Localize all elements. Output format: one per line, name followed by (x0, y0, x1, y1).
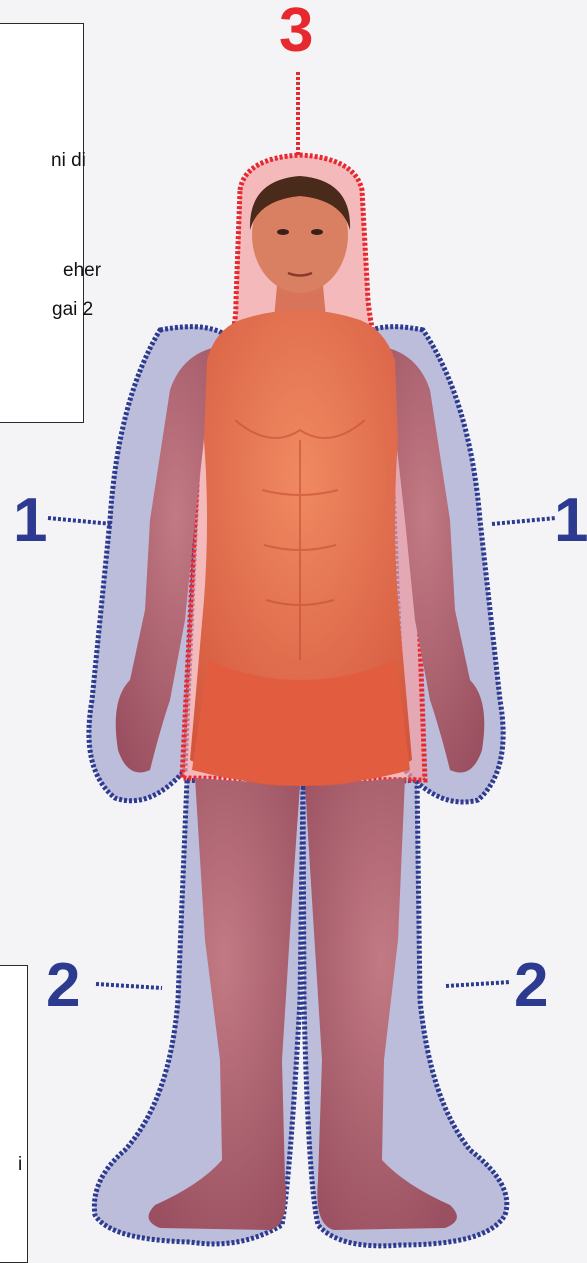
right-eye (311, 229, 323, 235)
leader-line-leg-right (446, 982, 510, 986)
label-arm-right: 1 (554, 490, 587, 552)
left-eye (277, 229, 289, 235)
label-leg-right: 2 (514, 955, 548, 1017)
leader-line-arm-left (48, 518, 112, 524)
leader-line-arm-right (492, 518, 556, 524)
label-head-region: 3 (279, 0, 313, 62)
label-arm-left: 1 (13, 490, 47, 552)
label-leg-left: 2 (46, 955, 80, 1017)
leader-line-leg-left (96, 984, 162, 988)
